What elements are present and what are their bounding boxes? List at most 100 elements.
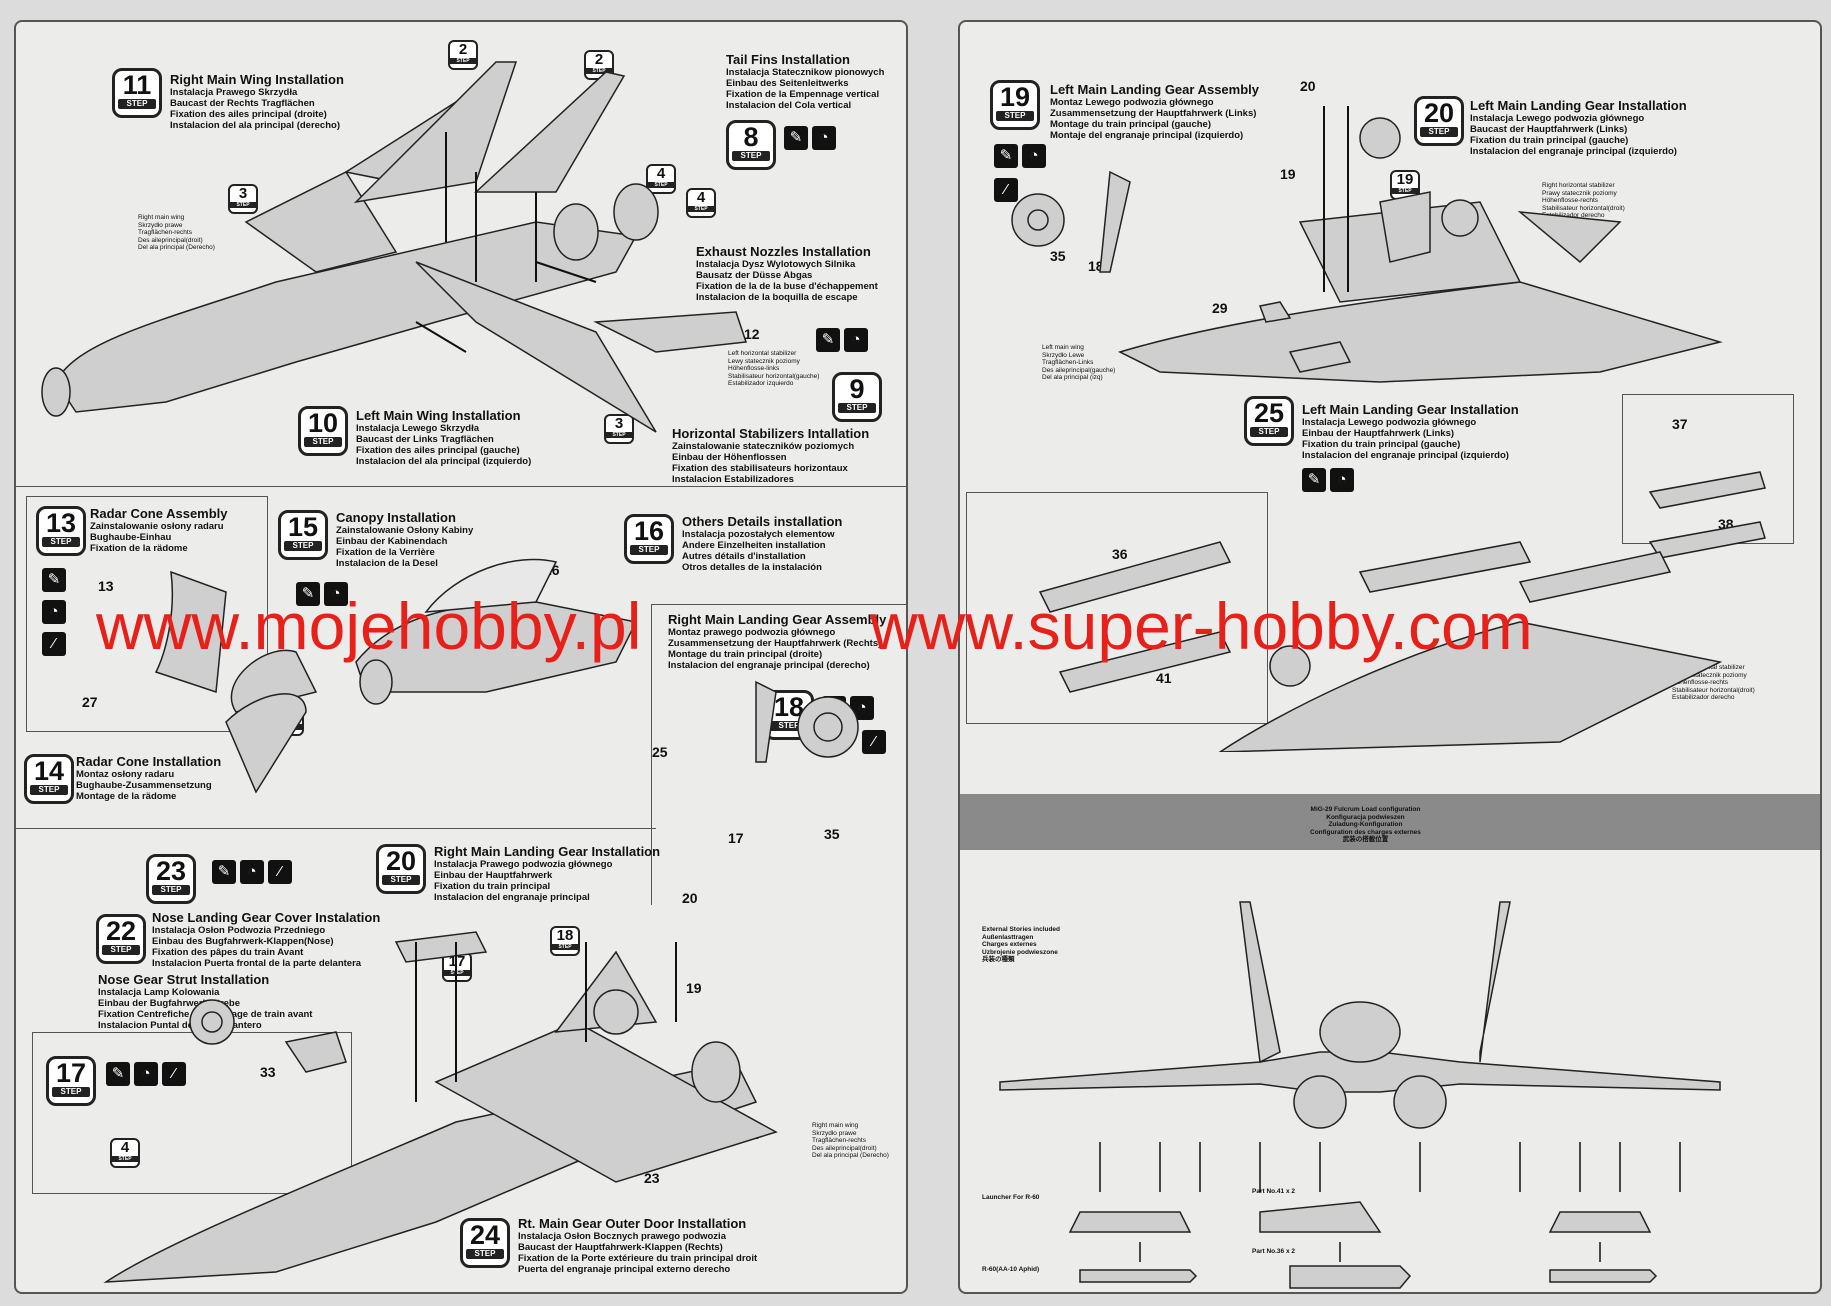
subtitle-line: Einbau der Kabinendach xyxy=(336,536,448,547)
part-36-label: Part No.36 x 2 xyxy=(1252,1248,1295,1255)
missile-label: R-60(AA-10 Aphid) xyxy=(982,1266,1040,1273)
step-24-subtitles: Instalacja Osłon Bocznych prawego podwoz… xyxy=(518,1231,757,1275)
aircraft-illustration-bottom xyxy=(103,931,778,1283)
step-number: 20 xyxy=(1423,98,1455,128)
step-label: STEP xyxy=(1250,427,1288,437)
subtitle-line: Instalacion del engranaje principal (der… xyxy=(668,660,870,671)
step-11-title: Right Main Wing Installation xyxy=(170,72,344,87)
part-callout: 35 xyxy=(824,826,840,842)
step-number: 11 xyxy=(122,70,152,100)
step-number: 16 xyxy=(633,516,665,546)
part-callout: 20 xyxy=(1300,78,1316,94)
part-callout: 20 xyxy=(682,890,698,906)
subtitle-line: Instalacion del Cola vertical xyxy=(726,100,852,111)
subtitle-line: Montage du train principal (droite) xyxy=(668,649,823,660)
step-number: 23 xyxy=(155,856,187,886)
glue-icon: ◔ xyxy=(1022,144,1046,168)
part-callout: 29 xyxy=(1212,300,1228,316)
step-label: STEP xyxy=(466,1249,504,1259)
glue-icon: ◔ xyxy=(844,328,868,352)
subtitle-line: Instalacja Lewego podwozia głównego xyxy=(1302,417,1477,428)
knife-icon: ⁄ xyxy=(162,1062,186,1086)
step-label: STEP xyxy=(1420,127,1458,137)
subtitle-line: Montage du train principal (gauche) xyxy=(1050,119,1211,130)
subtitle-line: Zainstalowanie osłony radaru xyxy=(90,521,224,532)
subtitle-line: Einbau der Bugfahrwerk Strebe xyxy=(98,998,241,1009)
subtitle-line: Instalacion del ala principal (derecho) xyxy=(170,120,340,131)
subtitle-line: Instalacion del engranaje principal (izq… xyxy=(1302,450,1509,461)
subtitle-line: Instalacja Statecznikow pionowych xyxy=(726,67,885,78)
knife-icon: ⁄ xyxy=(994,178,1018,202)
step-number: 9 xyxy=(849,374,865,404)
step-number: 19 xyxy=(999,82,1031,112)
paint-icon: ✎ xyxy=(296,582,320,606)
step-17-icons: ✎◔⁄ xyxy=(106,1062,186,1086)
subtitle-line: Fixation du train principal xyxy=(434,881,551,892)
subtitle-line: Instalacion del engranaje principal xyxy=(434,892,590,903)
step-number: 22 xyxy=(105,916,137,946)
step-label: STEP xyxy=(42,537,80,547)
step-label: STEP xyxy=(630,545,668,555)
step18-panel xyxy=(651,604,906,905)
step-number: 14 xyxy=(33,756,65,786)
subtitle-line: Bausatz der Düsse Abgas xyxy=(696,270,813,281)
step-label: STEP xyxy=(770,721,808,731)
step-22-title: Nose Landing Gear Cover Instalation xyxy=(152,910,381,925)
step-13-title: Radar Cone Assembly xyxy=(90,506,228,521)
paint-icon: ✎ xyxy=(784,126,808,150)
step-number: 18 xyxy=(773,692,805,722)
watermark-left: www.mojehobby.pl xyxy=(96,589,642,663)
step-label: STEP xyxy=(30,785,68,795)
subtitle-line: Einbau des Bugfahrwerk-Klappen(Nose) xyxy=(152,936,334,947)
step-16-title: Others Details installation xyxy=(682,514,843,529)
subtitle-line: Instalacja Dysz Wylotowych Silnika xyxy=(696,259,856,270)
subtitle-line: Instalacion de la boquilla de escape xyxy=(696,292,858,303)
subtitle-line: Instalacja Lewego Skrzydła xyxy=(356,423,480,434)
subtitle-line: Bughaube-Zusammensetzung xyxy=(76,780,212,791)
subtitle-line: Puerta del engranaje principal externo d… xyxy=(518,1264,731,1275)
step-20-left-title: Left Main Landing Gear Installation xyxy=(1470,98,1687,113)
glue-icon: ◔ xyxy=(134,1062,158,1086)
part-callout: 13 xyxy=(98,578,114,594)
part-callout: 35 xyxy=(1050,248,1066,264)
subtitle-line: Instalacion Puntal del tren delantero xyxy=(98,1020,262,1031)
step-19-title: Left Main Landing Gear Assembly xyxy=(1050,82,1260,97)
loadout-banner xyxy=(960,794,1820,850)
step-20-right-title: Right Main Landing Gear Installation xyxy=(434,844,661,859)
part-callout: 37 xyxy=(1672,416,1688,432)
part-callout: 23 xyxy=(644,1170,660,1186)
step-8-icons: ✎◔ xyxy=(784,126,836,150)
part-callout: 25 xyxy=(652,744,668,760)
step-number: 15 xyxy=(287,512,319,542)
step25-panel xyxy=(966,492,1268,724)
step-14-title: Radar Cone Installation xyxy=(76,754,222,769)
subtitle-line: Zusammensetzung der Hauptfahrwerk (Recht… xyxy=(668,638,882,649)
step-25-icons: ✎◔ xyxy=(1302,468,1354,492)
subtitle-line: Fixation des pâpes du train Avant xyxy=(152,947,304,958)
paint-icon: ✎ xyxy=(106,1062,130,1086)
step-15-title: Canopy Installation xyxy=(336,510,456,525)
